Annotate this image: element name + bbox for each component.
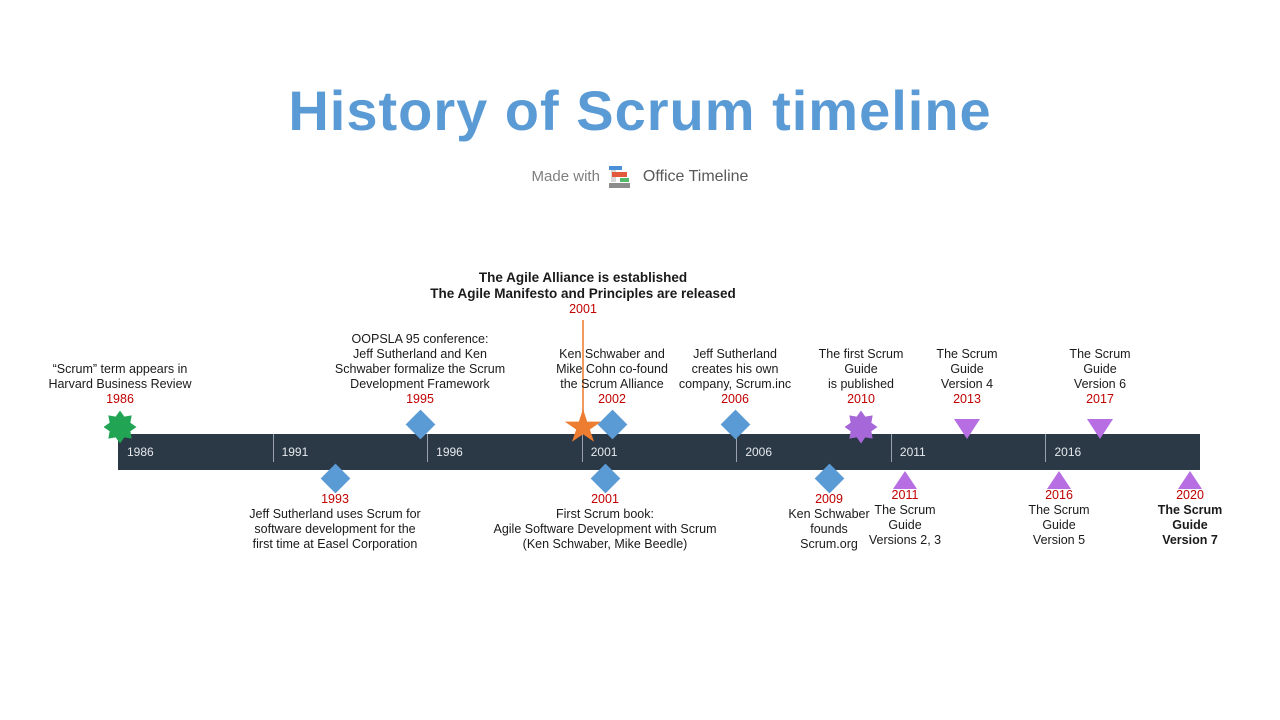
milestone-text-line: Guide: [844, 362, 878, 376]
milestone-marker-guide-v7: [1178, 471, 1202, 489]
milestone-text-line: founds: [810, 522, 848, 536]
axis-segment-2016: 2016: [1045, 434, 1200, 470]
milestone-text-line: Ken Schwaber: [788, 507, 870, 521]
milestone-text-line: The Scrum: [1157, 503, 1223, 517]
axis-segment-1986: 1986: [118, 434, 273, 470]
axis-year-label: 1991: [281, 445, 309, 459]
milestone-marker-scrum-term-hbr: [103, 410, 137, 444]
milestone-text-line: Version 6: [1073, 377, 1127, 391]
milestone-text-line: Guide: [1172, 518, 1208, 532]
timeline-axis-bar: 1986 1991 1996 2001 2006 2011 2016: [118, 434, 1200, 470]
milestone-date: 2016: [1045, 488, 1073, 502]
axis-segment-1996: 1996: [427, 434, 582, 470]
milestone-text-line: (Ken Schwaber, Mike Beedle): [522, 537, 688, 551]
credit-made-with: Made with: [531, 168, 600, 185]
milestone-date: 2002: [598, 392, 626, 406]
axis-segment-2011: 2011: [890, 434, 1046, 470]
axis-year-label: 2006: [745, 445, 773, 459]
axis-segment-2001: 2001: [581, 434, 737, 470]
axis-segment-1991: 1991: [272, 434, 428, 470]
milestone-text-line: Guide: [1083, 362, 1117, 376]
milestone-date: 2001: [591, 492, 619, 506]
milestone-text-line: “Scrum” term appears in: [52, 362, 188, 376]
axis-year-label: 2016: [1054, 445, 1082, 459]
axis-segment-2006: 2006: [736, 434, 891, 470]
milestone-text-line: Jeff Sutherland uses Scrum for: [249, 507, 421, 521]
milestone-text-line: Guide: [1042, 518, 1076, 532]
milestone-text-line: The Scrum: [936, 347, 998, 361]
milestone-date: 2001: [569, 302, 597, 316]
credit-line: Made with Office Timeline: [0, 165, 1280, 188]
milestone-text-line: Schwaber formalize the Scrum: [334, 362, 506, 376]
milestone-date: 2006: [721, 392, 749, 406]
milestone-text-line: The Scrum: [874, 503, 936, 517]
milestone-text-line: Harvard Business Review: [48, 377, 192, 391]
milestone-text-line: The Agile Manifesto and Principles are r…: [430, 286, 736, 301]
milestone-text-line: Jeff Sutherland and Ken: [353, 347, 487, 361]
milestone-text-line: creates his own: [691, 362, 779, 376]
axis-year-label: 1996: [436, 445, 463, 459]
milestone-date: 2011: [891, 488, 919, 502]
milestone-date: 2013: [953, 392, 981, 406]
milestone-text-line: Mike Cohn co-found: [556, 362, 668, 376]
credit-brand: Office Timeline: [642, 167, 749, 185]
milestone-date: 2020: [1176, 488, 1204, 502]
milestone-date: 1986: [106, 392, 134, 406]
milestone-text-line: company, Scrum.inc: [678, 377, 792, 391]
milestone-text-line: Ken Schwaber and: [559, 347, 665, 361]
milestone-text-line: Version 7: [1162, 533, 1218, 547]
milestone-text-line: is published: [827, 377, 894, 391]
milestone-text-line: OOPSLA 95 conference:: [351, 332, 489, 346]
milestone-text-line: Guide: [950, 362, 984, 376]
milestone-text-line: Jeff Sutherland: [693, 347, 777, 361]
milestone-date: 1993: [321, 492, 349, 506]
milestone-date: 2017: [1086, 392, 1114, 406]
office-timeline-logo-icon: [608, 165, 634, 188]
milestone-text-line: Version 4: [940, 377, 994, 391]
milestone-date: 1995: [406, 392, 434, 406]
milestone-text-line: The Agile Alliance is established: [478, 270, 688, 285]
milestone-marker-first-scrum-guide: [844, 410, 878, 444]
milestone-date: 2009: [815, 492, 843, 506]
milestone-text-line: Version 5: [1032, 533, 1086, 547]
milestone-text-line: software development for the: [254, 522, 416, 536]
milestone-marker-guide-v2-3: [893, 471, 917, 489]
milestone-text-line: the Scrum Alliance: [560, 377, 664, 391]
milestone-text-line: Versions 2, 3: [868, 533, 942, 547]
milestone-connector-line: [582, 320, 584, 412]
milestone-marker-guide-v5: [1047, 471, 1071, 489]
page-title: History of Scrum timeline: [288, 79, 992, 142]
milestone-text-line: Development Framework: [350, 377, 490, 391]
milestone-text-line: The Scrum: [1028, 503, 1090, 517]
milestone-text-line: The Scrum: [1069, 347, 1131, 361]
milestone-date: 2010: [847, 392, 875, 406]
milestone-text-oopsla-95: OOPSLA 95 conference:Jeff Sutherland and…: [335, 332, 505, 407]
milestone-text-line: The first Scrum: [818, 347, 904, 361]
milestone-text-line: Scrum.org: [800, 537, 858, 551]
axis-year-label: 2011: [899, 445, 926, 459]
milestone-text-line: First Scrum book:: [556, 507, 654, 521]
milestone-text-line: first time at Easel Corporation: [252, 537, 418, 551]
axis-year-label: 1986: [127, 445, 154, 459]
milestone-text-line: Guide: [888, 518, 922, 532]
milestone-text-line: Agile Software Development with Scrum: [493, 522, 717, 536]
axis-year-label: 2001: [590, 445, 618, 459]
